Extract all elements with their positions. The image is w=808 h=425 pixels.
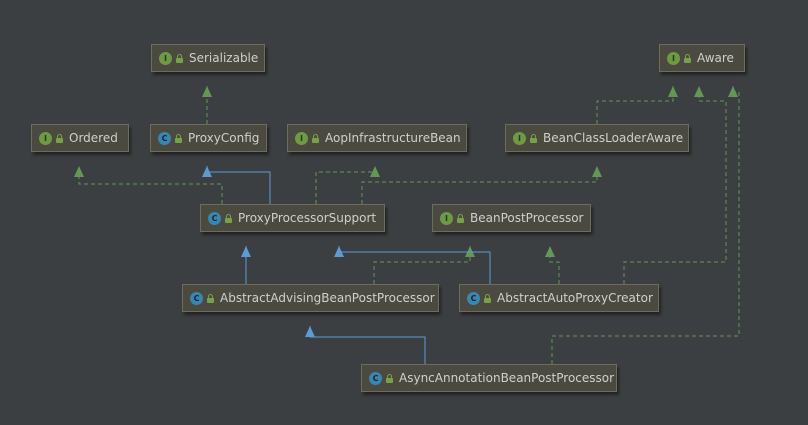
arrowhead-icon: [202, 86, 212, 97]
edge-asyncannotation-to-abstractadvising: [305, 326, 426, 364]
lock-icon: [225, 213, 232, 223]
interface-icon: I: [667, 51, 680, 65]
edge-proxyprocessorsupport-to-beanclassloaderaware: [361, 166, 602, 204]
node-proxyconfig[interactable]: C ProxyConfig: [150, 124, 267, 152]
interface-icon: I: [159, 51, 172, 65]
node-aware[interactable]: I Aware: [659, 44, 745, 72]
lock-icon: [312, 133, 319, 143]
lock-icon: [484, 293, 491, 303]
interface-icon: I: [295, 131, 308, 145]
node-abstractadvising[interactable]: C AbstractAdvisingBeanPostProcessor: [182, 284, 439, 312]
implements-line: [315, 166, 376, 204]
node-ordered[interactable]: I Ordered: [31, 124, 129, 152]
lock-icon: [457, 213, 464, 223]
arrowhead-icon: [305, 326, 315, 337]
implements-line: [623, 86, 727, 284]
arrowhead-icon: [202, 166, 212, 177]
edge-proxyprocessorsupport-to-proxyconfig: [202, 166, 271, 204]
arrowhead-icon: [592, 166, 602, 177]
class-icon: C: [208, 211, 221, 225]
node-label: AsyncAnnotationBeanPostProcessor: [399, 371, 615, 385]
node-label: BeanClassLoaderAware: [543, 131, 684, 145]
edge-proxyprocessorsupport-to-ordered: [74, 166, 223, 204]
node-beanclassloaderaware[interactable]: I BeanClassLoaderAware: [505, 124, 689, 152]
extends-line: [206, 166, 271, 204]
arrowhead-icon: [241, 246, 251, 257]
arrowhead-icon: [370, 166, 380, 177]
class-icon: C: [467, 291, 480, 305]
node-label: AbstractAutoProxyCreator: [497, 291, 653, 305]
edge-proxyconfig-to-serializable: [202, 86, 212, 124]
node-aopinfra[interactable]: I AopInfrastructureBean: [287, 124, 467, 152]
arrowhead-icon: [728, 86, 738, 97]
node-label: ProxyProcessorSupport: [238, 211, 377, 225]
edge-abstractadvising-to-proxyprocessorsupport: [241, 246, 251, 284]
node-label: Serializable: [189, 51, 259, 65]
arrowhead-icon: [334, 246, 344, 257]
node-label: AopInfrastructureBean: [325, 131, 461, 145]
interface-icon: I: [39, 131, 52, 145]
arrowhead-icon: [74, 166, 84, 177]
node-asyncannotation[interactable]: C AsyncAnnotationBeanPostProcessor: [361, 364, 617, 392]
node-label: BeanPostProcessor: [470, 211, 584, 225]
extends-line: [309, 326, 426, 364]
edge-abstractautoproxy-to-beanpostprocessor: [545, 246, 560, 284]
implements-line: [596, 86, 674, 124]
interface-icon: I: [513, 131, 526, 145]
lock-icon: [207, 293, 214, 303]
extends-line: [338, 246, 491, 284]
node-label: Aware: [697, 51, 734, 65]
implements-line: [78, 166, 223, 204]
lock-icon: [56, 133, 63, 143]
edge-proxyprocessorsupport-to-aopinfra: [315, 166, 380, 204]
implements-line: [361, 166, 598, 204]
edge-beanclassloaderaware-to-aware: [596, 86, 678, 124]
lock-icon: [176, 53, 183, 63]
lock-icon: [530, 133, 537, 143]
arrowhead-icon: [694, 86, 704, 97]
class-icon: C: [190, 291, 203, 305]
edge-abstractautoproxy-to-proxyprocessorsupport: [334, 246, 491, 284]
class-icon: C: [369, 371, 382, 385]
node-label: ProxyConfig: [188, 131, 260, 145]
interface-icon: I: [440, 211, 453, 225]
edge-asyncannotation-to-aware: [551, 86, 740, 364]
lock-icon: [386, 373, 393, 383]
node-serializable[interactable]: I Serializable: [151, 44, 265, 72]
node-proxyprocessorsupport[interactable]: C ProxyProcessorSupport: [200, 204, 385, 232]
arrowhead-icon: [668, 86, 678, 97]
class-icon: C: [158, 131, 171, 145]
lock-icon: [175, 133, 182, 143]
arrowhead-icon: [545, 246, 555, 257]
node-beanpostprocessor[interactable]: I BeanPostProcessor: [432, 204, 591, 232]
node-label: AbstractAdvisingBeanPostProcessor: [220, 291, 435, 305]
lock-icon: [684, 53, 691, 63]
node-label: Ordered: [69, 131, 118, 145]
node-abstractautoproxy[interactable]: C AbstractAutoProxyCreator: [459, 284, 659, 312]
edge-abstractautoproxy-to-aware: [623, 86, 727, 284]
